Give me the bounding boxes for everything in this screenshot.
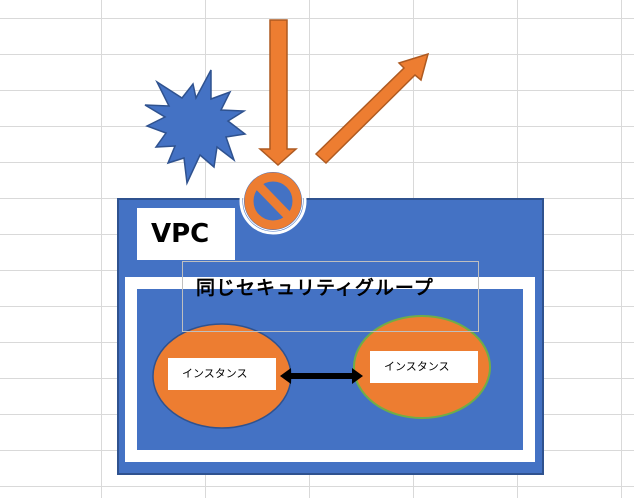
instance-left-label: インスタンス <box>168 358 276 390</box>
burst-icon[interactable] <box>144 69 247 186</box>
instance-right-label: インスタンス <box>370 351 478 383</box>
security-group-label: 同じセキュリティグループ <box>182 261 479 332</box>
deflected-arrow[interactable] <box>314 52 430 165</box>
down-arrow[interactable] <box>258 19 298 167</box>
connection-arrow[interactable] <box>280 368 363 384</box>
no-entry-icon[interactable] <box>239 167 307 235</box>
vpc-label: VPC <box>137 208 235 260</box>
